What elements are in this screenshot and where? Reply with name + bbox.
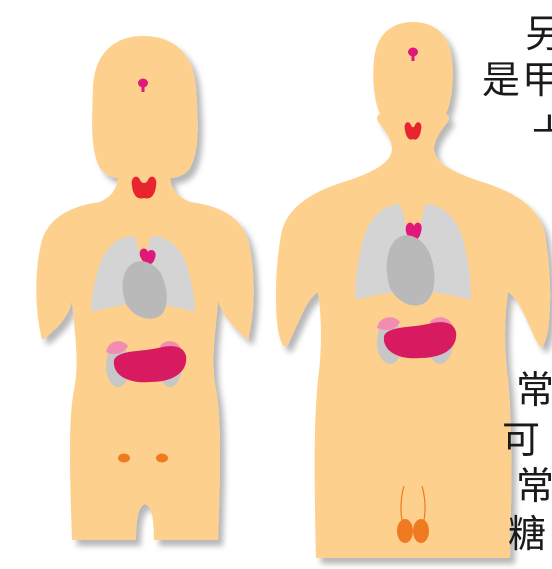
male-figure — [276, 22, 550, 558]
text-fragment-bottom-4: 糖 — [508, 512, 548, 556]
text-fragment-top-3: ㅗ — [532, 104, 552, 148]
female-right-ovary-icon — [156, 454, 168, 463]
text-fragment-bottom-1: 常 — [516, 368, 552, 412]
text-fragment-bottom-2: 可 — [502, 418, 542, 462]
text-fragment-top-2: 是甲 — [482, 58, 552, 102]
female-figure — [36, 36, 253, 540]
text-fragment-bottom-3: 常 — [516, 464, 552, 508]
female-left-ovary-icon — [118, 454, 130, 463]
text-fragment-top-1: 另 — [525, 12, 552, 56]
